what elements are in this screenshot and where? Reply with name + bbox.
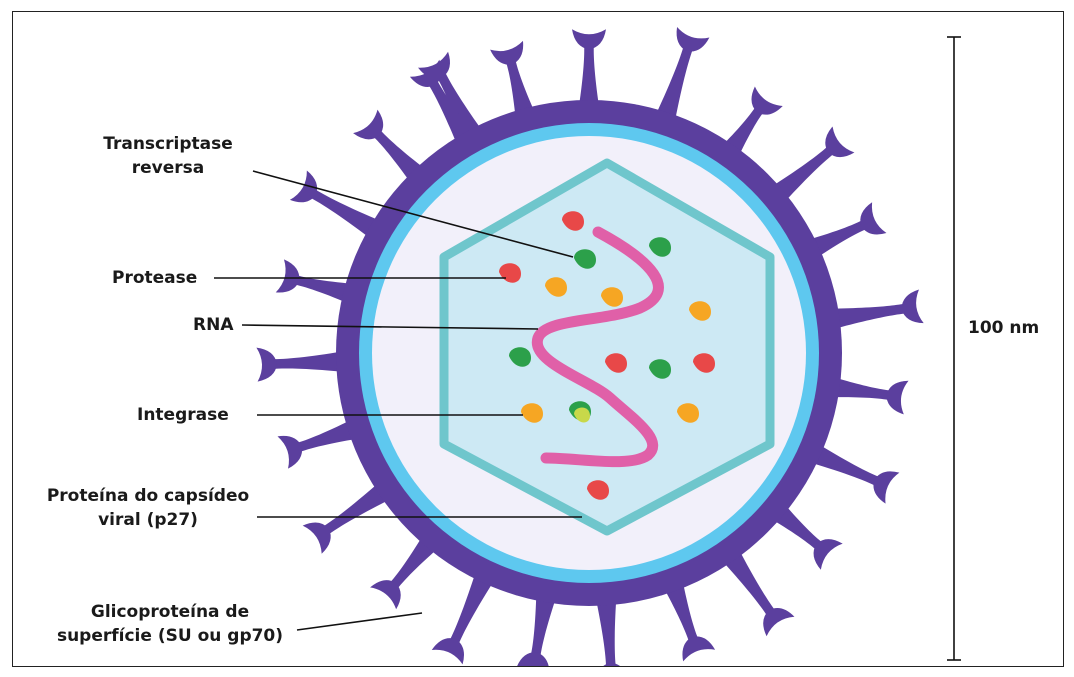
- label-rna: RNA: [193, 313, 233, 337]
- label-surface-glycoprotein-line1: Glicoproteína de: [52, 600, 288, 624]
- label-reverse-transcriptase-line1: Transcriptase: [88, 132, 248, 156]
- label-reverse-transcriptase-line2: reversa: [88, 156, 248, 180]
- label-protease: Protease: [112, 266, 197, 290]
- label-surface-glycoprotein-line2: superfície (SU ou gp70): [52, 624, 288, 648]
- scale-bar: [947, 37, 961, 660]
- label-capsid-protein-line2: viral (p27): [40, 508, 256, 532]
- leader-line-glycoprotein: [297, 613, 422, 630]
- label-integrase: Integrase: [137, 403, 229, 427]
- scale-label: 100 nm: [968, 316, 1039, 340]
- label-surface-glycoprotein: Glicoproteína de superfície (SU ou gp70): [52, 600, 288, 648]
- glycoprotein-spike: [256, 344, 349, 381]
- label-capsid-protein: Proteína do capsídeo viral (p27): [40, 484, 256, 532]
- label-reverse-transcriptase: Transcriptase reversa: [88, 132, 248, 180]
- label-capsid-protein-line1: Proteína do capsídeo: [40, 484, 256, 508]
